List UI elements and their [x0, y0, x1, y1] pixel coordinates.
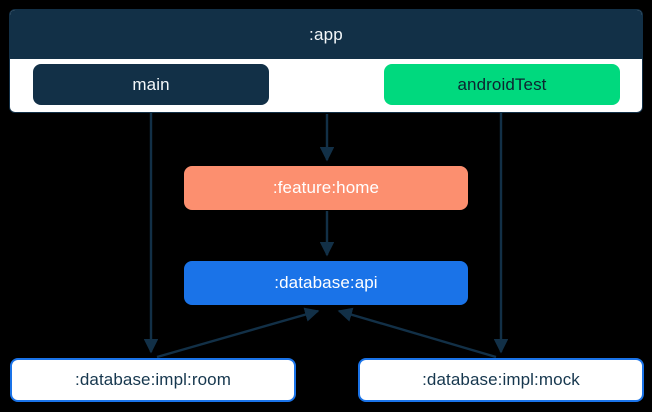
node-database-impl-mock[interactable]: :database:impl:mock: [358, 358, 644, 402]
node-feature-home-label: :feature:home: [272, 178, 380, 197]
node-androidtest-label: androidTest: [457, 74, 547, 94]
edge-database-impl-room-to-database-api: [156, 307, 320, 359]
node-database-impl-room-label: :database:impl:room: [75, 370, 231, 389]
subgraph-app-header: :app: [10, 10, 642, 59]
node-main[interactable]: main: [33, 64, 269, 105]
node-database-impl-mock-label: :database:impl:mock: [422, 370, 580, 389]
node-database-api[interactable]: :database:api: [184, 261, 468, 305]
edge-database-impl-mock-to-database-api: [337, 307, 497, 359]
subgraph-app-label: :app: [309, 24, 343, 44]
node-androidtest[interactable]: androidTest: [384, 64, 620, 105]
node-database-impl-room[interactable]: :database:impl:room: [10, 358, 296, 402]
node-database-api-label: :database:api: [274, 273, 378, 292]
node-main-label: main: [132, 74, 170, 94]
node-feature-home[interactable]: :feature:home: [184, 166, 468, 210]
